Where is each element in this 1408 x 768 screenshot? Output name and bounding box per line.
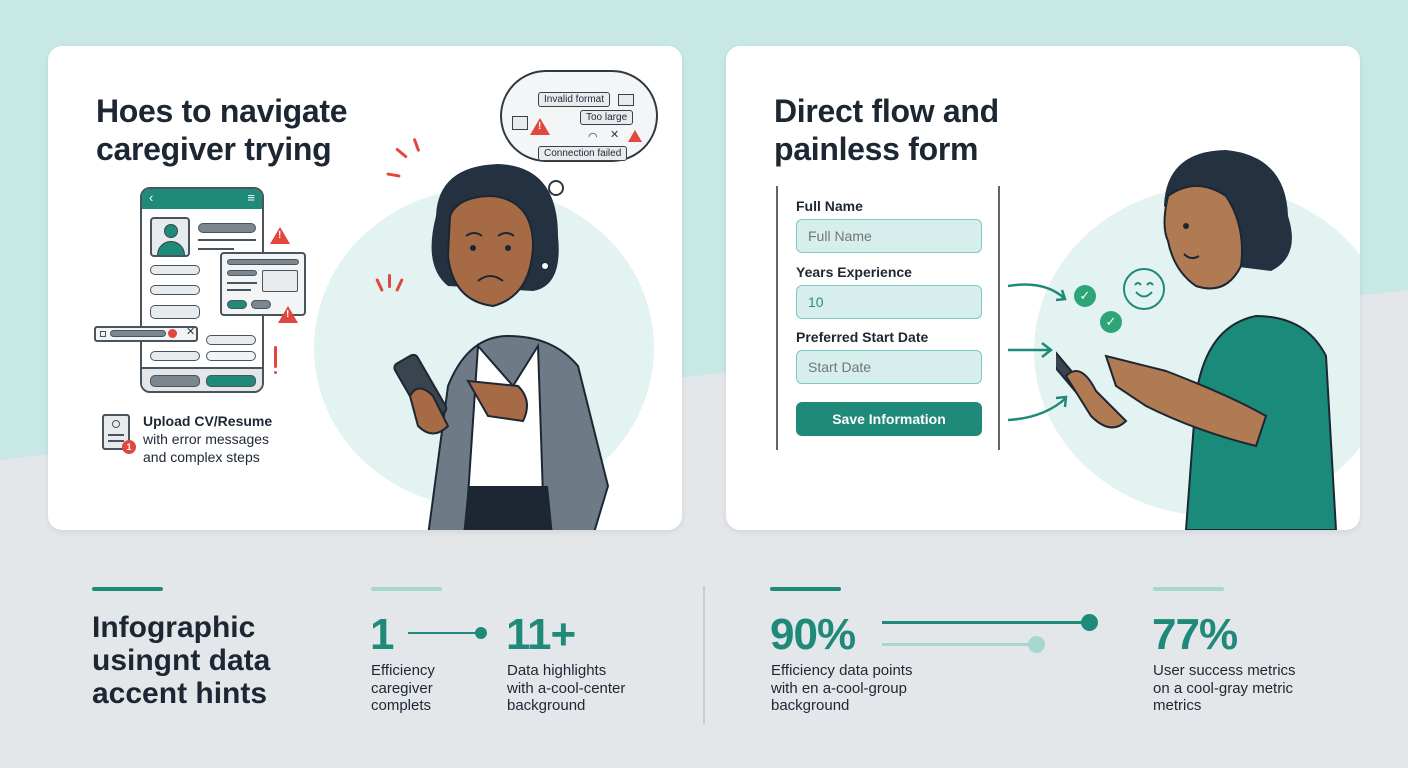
error-chip-connection-failed: Connection failed: [538, 146, 628, 161]
progress-dot-secondary: [1028, 636, 1045, 653]
stat-value-4: 77%: [1152, 610, 1238, 659]
stat-desc-2: Data highlights with a-cool-center backg…: [507, 662, 626, 714]
success-check-icon: ✓: [1074, 285, 1096, 307]
easy-form-card: Direct flow and painless form Full Name …: [726, 46, 1360, 530]
mock-field: [150, 285, 200, 295]
mock-field: [150, 305, 200, 319]
start-date-label: Preferred Start Date: [796, 329, 929, 345]
section-divider: [703, 586, 705, 724]
phone-header: ‹ ≡: [142, 189, 262, 209]
back-icon: ‹: [149, 190, 154, 205]
accent-bar: [371, 587, 442, 591]
warning-icon: !: [530, 118, 550, 135]
progress-line-secondary: [882, 643, 1032, 646]
warning-icon: [628, 130, 642, 142]
alert-mark: [388, 274, 391, 288]
full-name-label: Full Name: [796, 198, 863, 214]
error-toast: ✕: [94, 326, 198, 342]
stat-value-1: 1: [370, 610, 395, 659]
menu-icon: ≡: [247, 190, 255, 205]
stat-value-2: 11+: [506, 610, 576, 659]
thought-dot: [548, 180, 564, 196]
start-date-input[interactable]: [796, 350, 982, 384]
mock-field: [206, 351, 256, 361]
frustrated-caregiver-card: Hoes to navigate caregiver trying ‹ ≡: [48, 46, 682, 530]
stat-desc-3: Efficiency data points with en a-cool-gr…: [771, 662, 913, 714]
stat-value-3: 90%: [770, 610, 856, 659]
happy-caregiver-illustration: [1056, 150, 1338, 530]
close-icon: ✕: [610, 129, 620, 141]
image-icon: [512, 116, 528, 130]
mock-button: [150, 375, 200, 387]
frustrated-caregiver-illustration: [393, 164, 610, 530]
mock-field: [206, 335, 256, 345]
mock-line: [198, 239, 256, 241]
error-chip-invalid-format: Invalid format: [538, 92, 611, 107]
stress-mark: [412, 137, 421, 153]
flow-arrows: [1007, 283, 1068, 422]
stat-desc-4: User success metrics on a cool-gray metr…: [1153, 662, 1296, 714]
close-icon: ✕: [186, 326, 196, 338]
accent-bar: [92, 587, 163, 591]
years-experience-input[interactable]: [796, 285, 982, 319]
success-check-icon: ✓: [1100, 311, 1122, 333]
mock-button: [206, 375, 256, 387]
error-count-badge: 1: [122, 440, 136, 454]
exclamation-icon: [274, 346, 277, 368]
stat-connector-dot: [475, 627, 487, 639]
mock-bar: [198, 223, 256, 233]
smiley-face-icon: [1123, 268, 1165, 310]
error-dot-icon: [168, 329, 177, 338]
wifi-icon: ◠: [588, 131, 598, 143]
accent-bar: [1153, 587, 1224, 591]
stat-connector-line: [408, 632, 480, 634]
mock-field: [150, 351, 200, 361]
full-name-input[interactable]: [796, 219, 982, 253]
profile-avatar-icon: [150, 217, 190, 257]
warning-icon: !: [270, 227, 290, 244]
resume-document-icon: 1: [102, 414, 136, 454]
progress-line-primary: [882, 621, 1086, 624]
years-experience-label: Years Experience: [796, 264, 912, 280]
progress-dot-primary: [1081, 614, 1098, 631]
infographic-headline: Infographic usingnt data accent hints: [92, 611, 271, 710]
warning-icon: !: [278, 306, 298, 323]
stat-desc-1: Efficiency caregiver complets: [371, 662, 435, 714]
mail-icon: [618, 94, 634, 106]
right-card-title: Direct flow and painless form: [774, 93, 999, 167]
mock-line: [198, 248, 234, 250]
left-card-title: Hoes to navigate caregiver trying: [96, 93, 348, 167]
error-chip-too-large: Too large: [580, 110, 634, 125]
save-information-button[interactable]: Save Information: [796, 402, 982, 436]
error-thought-bubble: Invalid format Too large Connection fail…: [500, 70, 658, 162]
simple-form: Full Name Years Experience Preferred Sta…: [776, 186, 1000, 450]
accent-bar: [770, 587, 841, 591]
mock-field: [150, 265, 200, 275]
overlapping-popup: [220, 252, 306, 316]
